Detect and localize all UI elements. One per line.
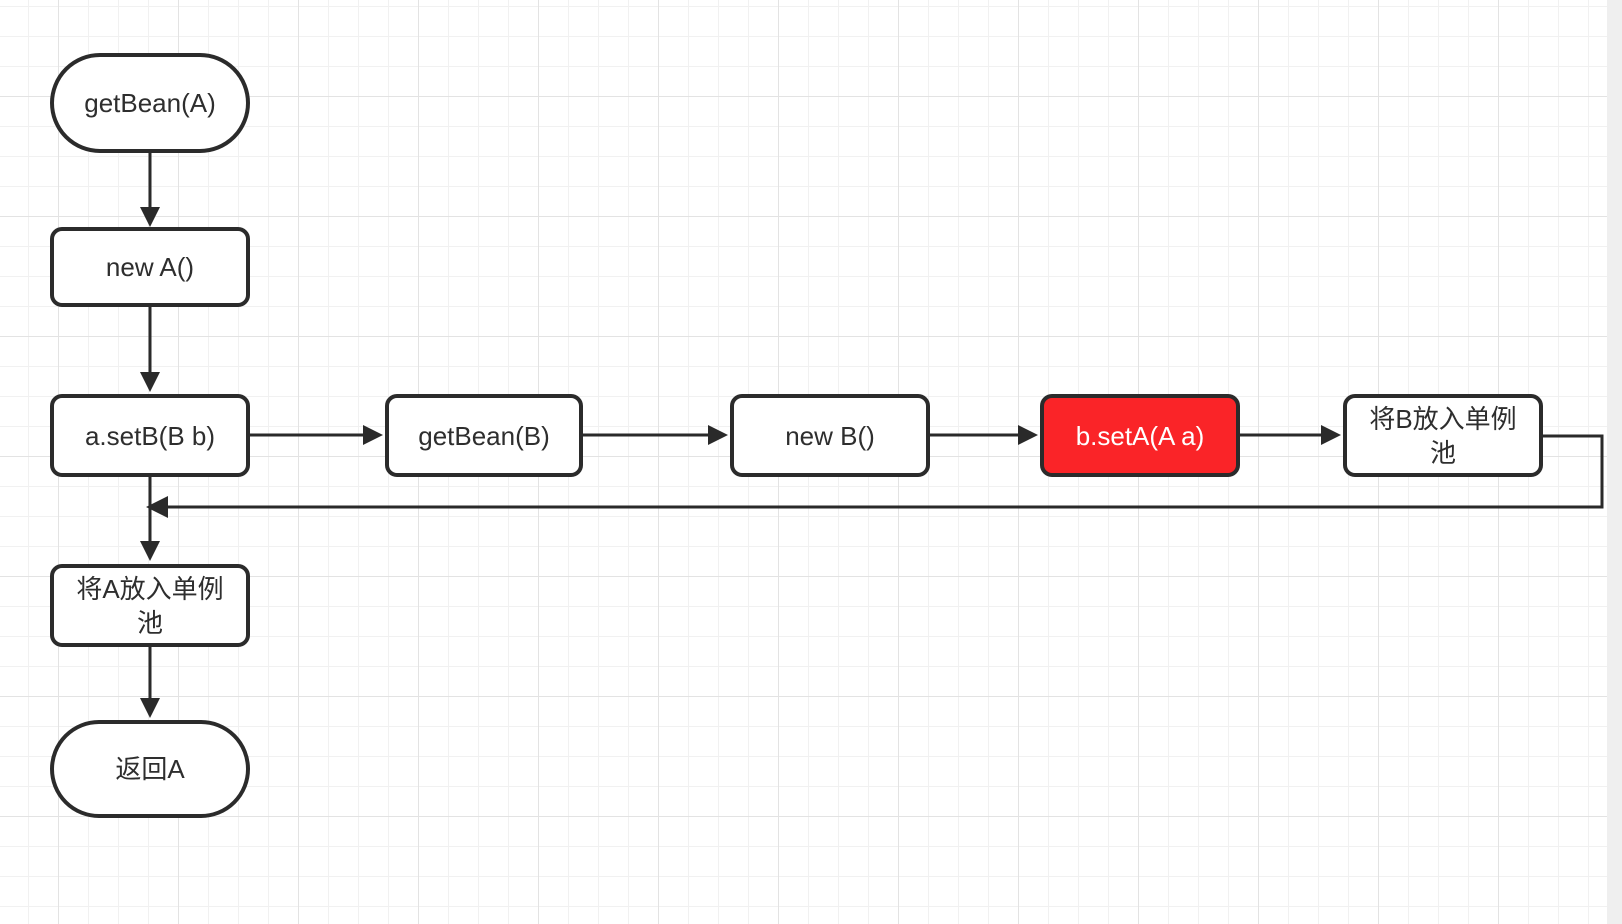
node-put-b-into-singleton-pool[interactable]: 将B放入单例 池	[1343, 394, 1543, 477]
node-put-a-into-singleton-pool[interactable]: 将A放入单例 池	[50, 564, 250, 647]
node-get-bean-a[interactable]: getBean(A)	[50, 53, 250, 153]
node-a-set-b[interactable]: a.setB(B b)	[50, 394, 250, 477]
edge-getbeana-to-newa[interactable]	[140, 153, 160, 227]
edge-newb-to-bseta[interactable]	[928, 425, 1038, 445]
edge-putbpool-loopback[interactable]	[146, 434, 1604, 518]
node-b-set-a-highlighted[interactable]: b.setA(A a)	[1040, 394, 1240, 477]
node-new-b[interactable]: new B()	[730, 394, 930, 477]
edge-asetb-to-putapool[interactable]	[140, 477, 160, 561]
canvas-right-margin	[1607, 0, 1622, 924]
node-return-a[interactable]: 返回A	[50, 720, 250, 818]
node-get-bean-b[interactable]: getBean(B)	[385, 394, 583, 477]
edge-asetb-to-getbeanb[interactable]	[250, 425, 383, 445]
edge-putapool-to-returna[interactable]	[140, 647, 160, 718]
edge-bseta-to-putbpool[interactable]	[1240, 425, 1341, 445]
edge-getbeanb-to-newb[interactable]	[583, 425, 728, 445]
node-new-a[interactable]: new A()	[50, 227, 250, 307]
edge-newa-to-asetb[interactable]	[140, 307, 160, 392]
